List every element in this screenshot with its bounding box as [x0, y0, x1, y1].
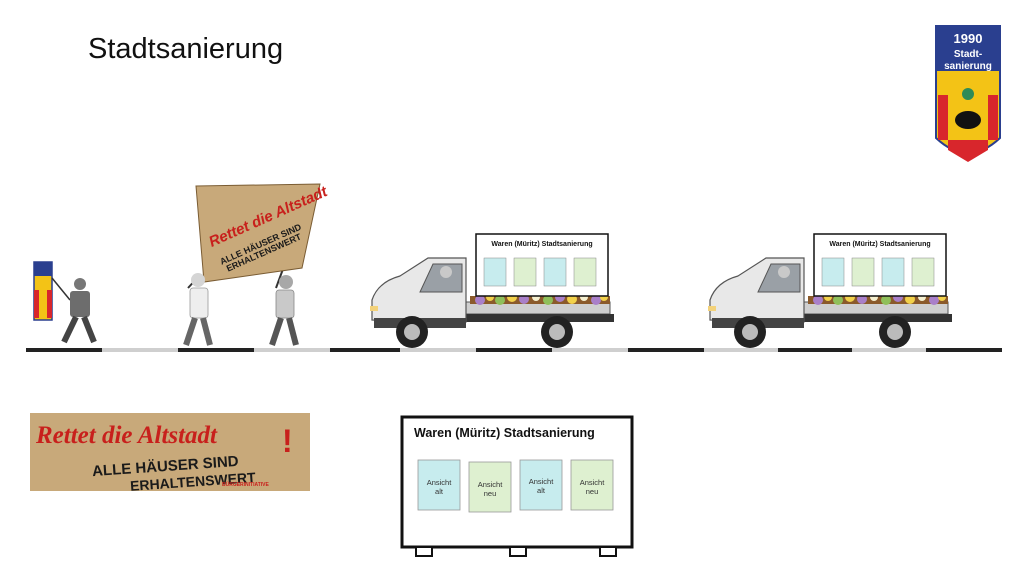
- board-foot-left: [415, 546, 433, 557]
- board-detail: Waren (Müritz) Stadtsanierung Ansicht al…: [400, 415, 634, 557]
- board-title: Waren (Müritz) Stadtsanierung: [414, 426, 595, 440]
- truck-1-board-title: Waren (Müritz) Stadtsanierung: [491, 241, 592, 248]
- board-panel-2-line1: Ansicht: [478, 480, 504, 489]
- board-panel-4-line2: neu: [586, 487, 599, 496]
- board-panel-1-line1: Ansicht: [427, 478, 453, 487]
- truck-1: Waren (Müritz) Stadtsanierung: [369, 233, 615, 349]
- page-title: Stadtsanierung: [88, 33, 284, 65]
- emblem-line1: Stadt-: [954, 49, 982, 60]
- banner-detail: Rettet die Altstadt ALLE HÄUSER SIND ERH…: [30, 413, 310, 494]
- board-panel-4-line1: Ansicht: [580, 478, 606, 487]
- banner-small: BÜRGERINITIATIVE: [222, 481, 270, 488]
- emblem-line2: sanierung: [944, 61, 992, 72]
- emblem-year: 1990: [954, 31, 983, 46]
- truck-2-board-title: Waren (Müritz) Stadtsanierung: [829, 241, 930, 248]
- board-panel-3-line2: alt: [537, 486, 546, 495]
- child-with-flag: [33, 261, 97, 344]
- board-foot-middle: [509, 546, 527, 557]
- board-panel-2: [468, 461, 512, 513]
- board-panel-3-line1: Ansicht: [529, 477, 555, 486]
- city-emblem: 1990 Stadt- sanierung: [935, 25, 1001, 162]
- road: [26, 348, 1002, 352]
- truck-2: Waren (Müritz) Stadtsanierung: [707, 233, 953, 349]
- board-foot-right: [599, 546, 617, 557]
- board-panel-2-line2: neu: [484, 489, 497, 498]
- board-panel-4: [570, 459, 614, 511]
- banner-exclamation: !: [282, 423, 293, 459]
- banner-carriers: Rettet die Altstadt ALLE HÄUSER SIND ERH…: [183, 183, 331, 346]
- banner-line1: Rettet die Altstadt: [35, 422, 218, 449]
- board-panel-1: [417, 459, 461, 511]
- board-panel-3: [519, 459, 563, 511]
- board-panel-1-line2: alt: [435, 487, 444, 496]
